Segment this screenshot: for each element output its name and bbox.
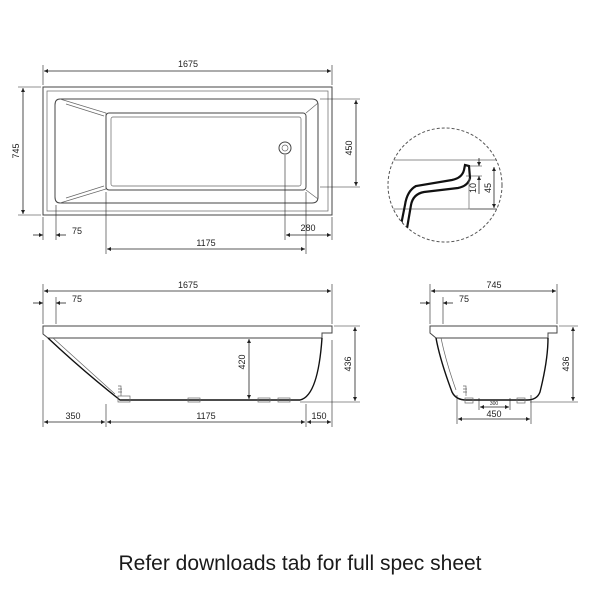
plan-inner-rim — [46, 90, 329, 212]
plan-basin-length-label: 1175 — [196, 238, 215, 248]
detail-circle — [387, 127, 503, 243]
spec-sheet-caption: Refer downloads tab for full spec sheet — [118, 552, 482, 575]
side-base-length-label: 1175 — [196, 411, 215, 421]
plan-length-label: 1675 — [178, 59, 198, 69]
end-foot — [464, 397, 474, 404]
waste-outlet-icon — [278, 141, 292, 155]
detail-lip-label: 10 — [468, 183, 478, 193]
rim-profile — [396, 163, 472, 241]
side-rim — [42, 325, 333, 339]
plan-basin-outline — [54, 98, 319, 204]
rim-detail: 10 45 — [387, 127, 503, 243]
side-foot — [257, 397, 271, 403]
end-elevation: 745 75 436 300 450 — [420, 280, 578, 424]
end-foot — [516, 397, 526, 404]
plan-basin-width-label: 450 — [344, 140, 354, 155]
plan-view: 1675 745 450 75 280 1175 — [11, 59, 360, 254]
plan-right-wall — [305, 102, 319, 200]
plan-outer-rim — [42, 86, 333, 216]
end-base-width-label: 450 — [486, 409, 501, 419]
end-width-label: 745 — [486, 280, 501, 290]
plan-basin-floor — [105, 112, 307, 191]
side-right-offset-label: 150 — [311, 411, 326, 421]
end-waste-width-label: 300 — [490, 401, 499, 407]
side-foot — [277, 397, 291, 403]
plan-rim-offset-label: 75 — [72, 226, 82, 236]
end-rim-offset-label: 75 — [459, 294, 469, 304]
side-foot — [117, 395, 131, 403]
side-body — [47, 337, 323, 401]
side-length-label: 1675 — [178, 280, 198, 290]
plan-waste-offset-label: 280 — [300, 223, 315, 233]
end-rim — [429, 325, 558, 339]
end-body — [435, 337, 549, 401]
side-height-label: 436 — [343, 356, 353, 371]
side-elevation: 1675 75 420 436 350 1175 150 — [33, 280, 360, 427]
plan-width-label: 745 — [11, 143, 21, 158]
side-depth-label: 420 — [237, 354, 247, 369]
side-rim-offset-label: 75 — [72, 294, 82, 304]
side-left-offset-label: 350 — [65, 411, 80, 421]
side-foot — [187, 397, 201, 403]
end-height-label: 436 — [561, 356, 571, 371]
detail-rim-height-label: 45 — [483, 183, 493, 193]
